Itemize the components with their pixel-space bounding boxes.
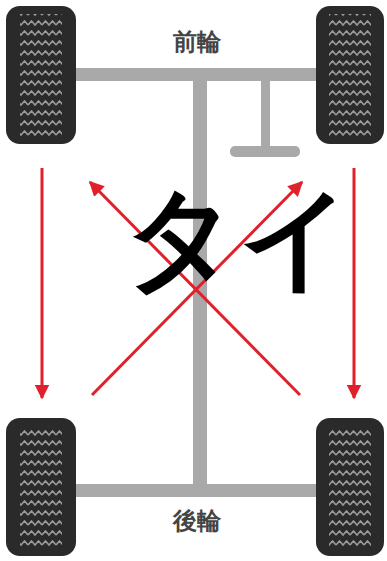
front-wheel-label: 前輪 <box>173 30 221 54</box>
rotation-arrows <box>42 168 354 398</box>
steering-column <box>261 81 270 147</box>
steering-bar <box>230 146 300 157</box>
rear-wheel-label: 後輪 <box>173 509 221 533</box>
tire-rear-right <box>316 418 384 556</box>
tire-rear-left <box>6 418 76 556</box>
tire-front-left <box>6 6 76 144</box>
title-text: タイ <box>124 182 354 294</box>
tire-front-right <box>316 6 384 144</box>
